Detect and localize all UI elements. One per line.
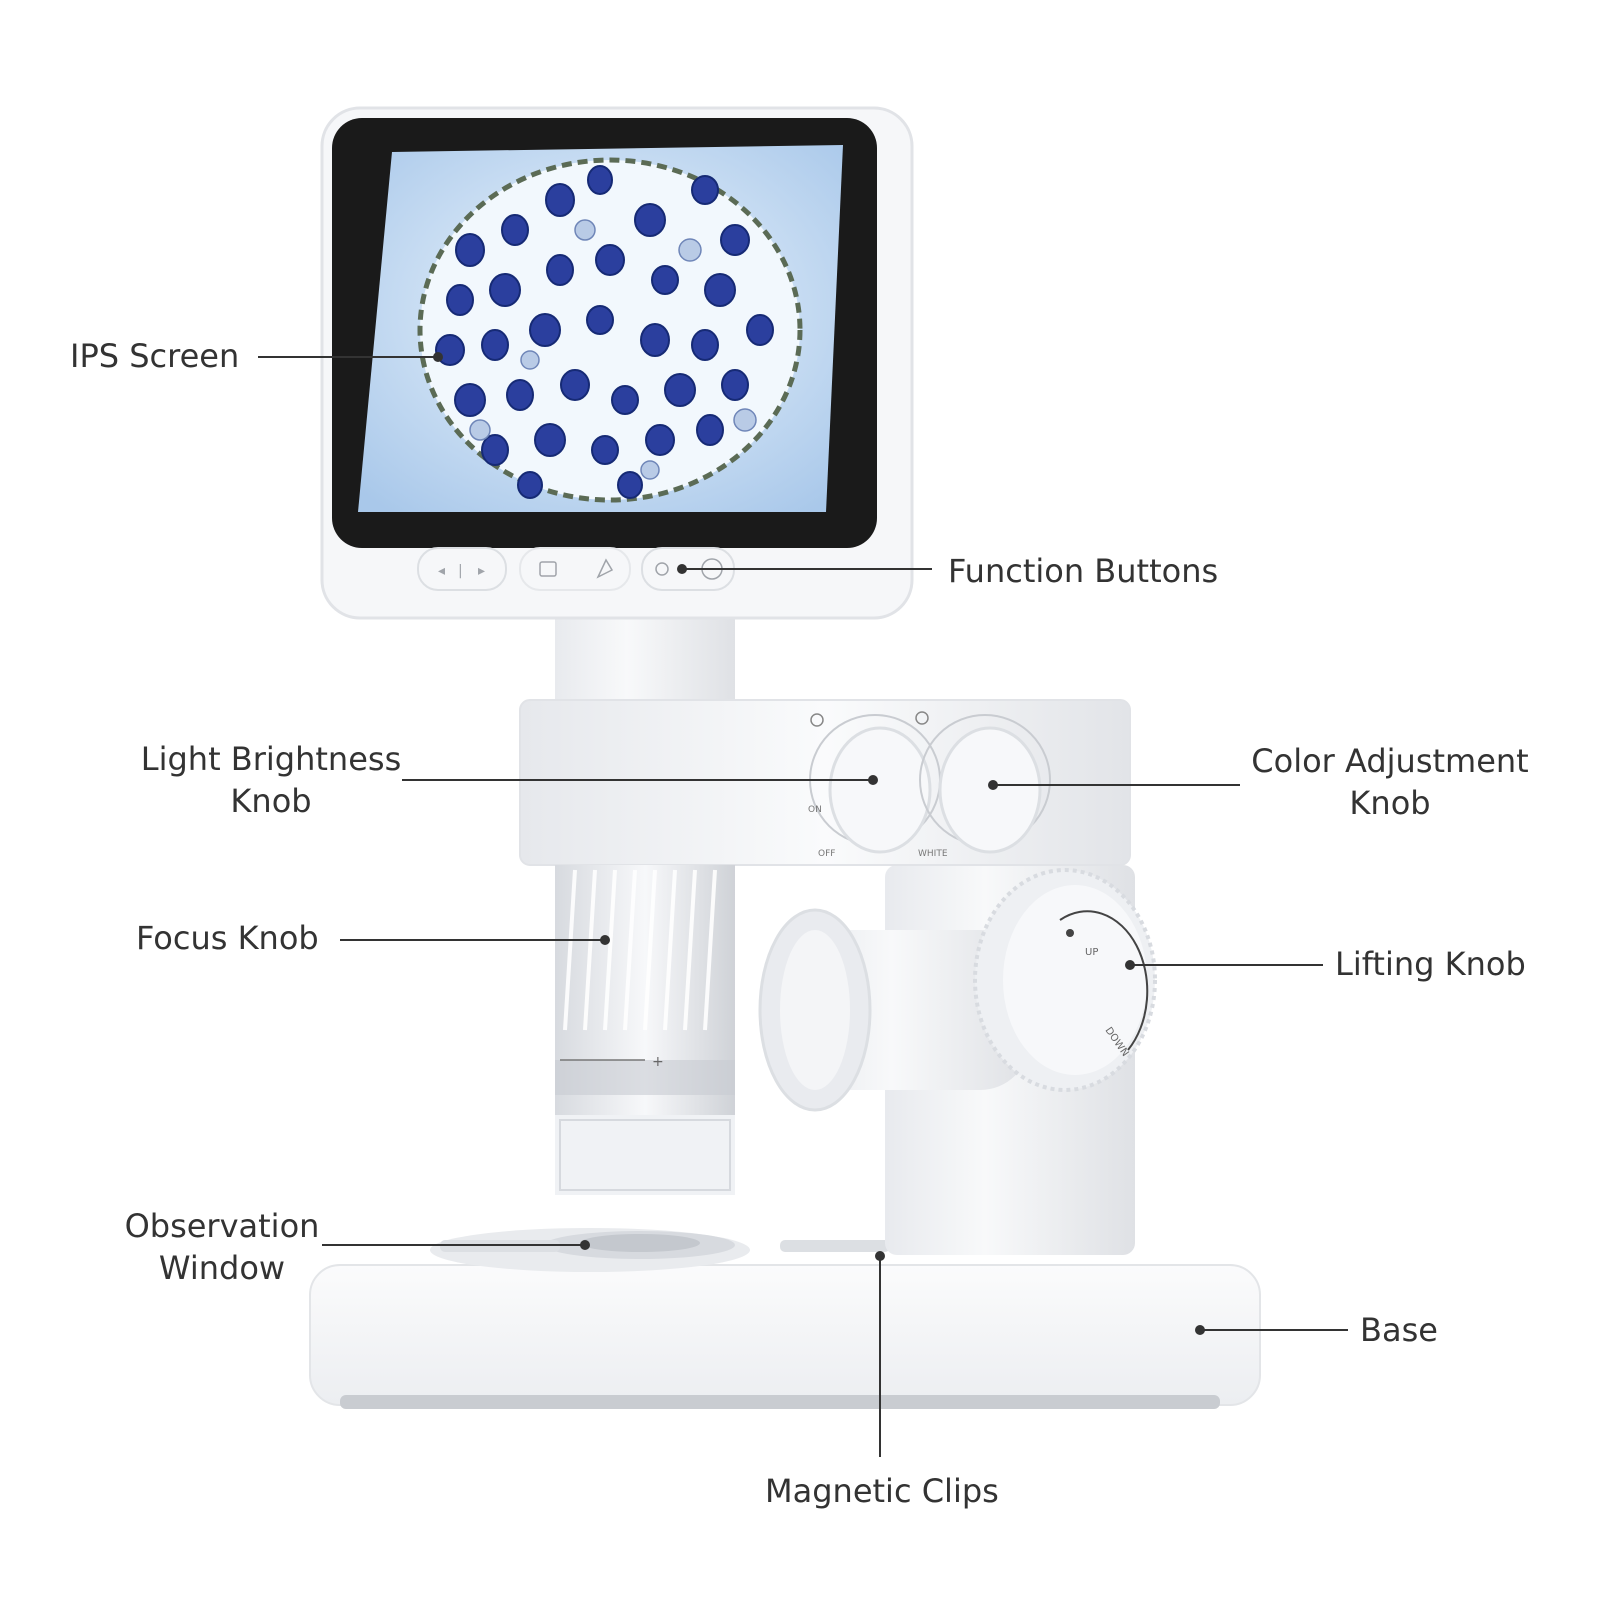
focus-plus-marking: + <box>652 1054 664 1070</box>
label-light-brightness-knob: Light Brightness Knob <box>136 738 406 822</box>
brightness-off-marking: OFF <box>818 849 835 859</box>
label-observation-window: Observation Window <box>112 1205 332 1289</box>
label-base: Base <box>1360 1311 1438 1349</box>
lifting-knob: UP DOWN <box>973 868 1157 1092</box>
function-buttons: ◂ | ▸ <box>417 547 735 591</box>
camera-icon <box>539 561 557 577</box>
microscope-icon <box>596 558 614 579</box>
label-light-brightness-knob-line1: Light Brightness <box>140 740 402 778</box>
label-light-brightness-knob-line2: Knob <box>230 782 312 820</box>
label-observation-window-line1: Observation <box>124 1207 320 1245</box>
ips-screen <box>358 145 843 512</box>
color-white-marking: WHITE <box>918 849 948 859</box>
label-ips-screen: IPS Screen <box>70 337 240 375</box>
label-lifting-knob: Lifting Knob <box>1335 945 1526 983</box>
label-color-adjustment-knob: Color Adjustment Knob <box>1245 740 1535 824</box>
label-color-adjustment-knob-line2: Knob <box>1349 784 1431 822</box>
label-color-adjustment-knob-line1: Color Adjustment <box>1251 742 1529 780</box>
focus-knob <box>555 865 735 1035</box>
label-magnetic-clips: Magnetic Clips <box>765 1472 999 1510</box>
record-icon <box>655 562 669 576</box>
sun-icon <box>810 713 824 727</box>
leader-dots <box>433 352 1205 1335</box>
color-icon <box>915 711 929 725</box>
label-focus-knob: Focus Knob <box>136 919 319 957</box>
capture-button-group[interactable] <box>519 547 631 591</box>
label-observation-window-line2: Window <box>158 1249 286 1287</box>
prev-icon: ◂ <box>438 563 445 579</box>
nav-button-group[interactable] <box>417 547 507 591</box>
light-brightness-knob: ON OFF <box>808 713 941 859</box>
label-function-buttons: Function Buttons <box>948 552 1219 590</box>
objective-lens: + <box>555 1035 735 1195</box>
observation-window <box>545 1231 735 1259</box>
brightness-on-marking: ON <box>808 805 822 815</box>
lifting-up-marking: UP <box>1085 947 1098 958</box>
next-icon: ▸ <box>478 563 485 579</box>
color-adjustment-knob: WHITE <box>915 711 1051 859</box>
svg-text:|: | <box>458 563 463 579</box>
arm <box>758 908 1030 1112</box>
base <box>309 1228 1261 1409</box>
leader-lines <box>258 356 1348 1457</box>
